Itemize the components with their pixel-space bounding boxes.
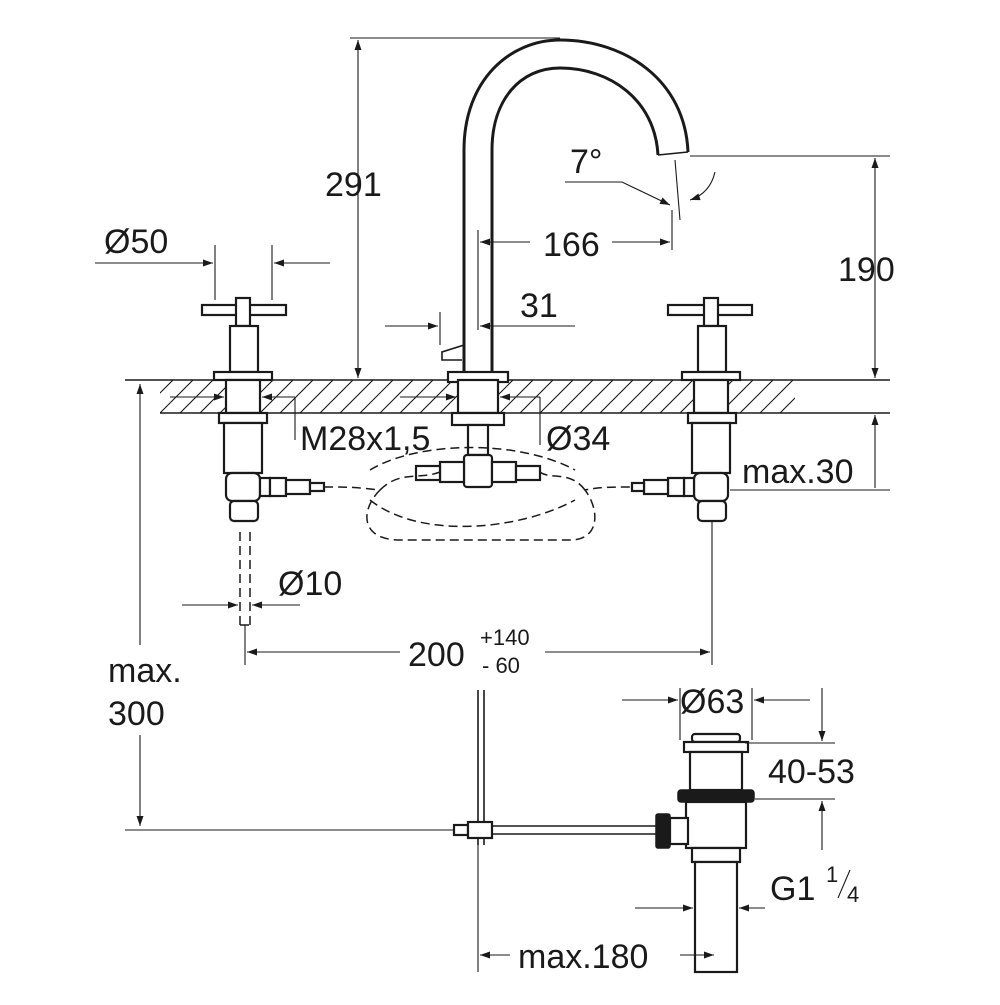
label-max-rod-length: max.180 [518, 938, 648, 976]
pop-up-waste [452, 690, 755, 974]
label-waste-thread: G1 [770, 870, 815, 908]
label-spout-reach: 166 [543, 226, 600, 264]
label-spread-nominal: 200 [408, 636, 465, 674]
flex-hoses [239, 446, 633, 626]
label-max-depth-1: max. [108, 652, 182, 690]
label-waste-diameter: Ø63 [680, 683, 744, 721]
label-waste-thread-numerator: 1 [826, 862, 838, 887]
label-hole-diameter: Ø34 [546, 420, 610, 458]
label-max-deck-thickness: max.30 [742, 453, 854, 491]
label-waste-thread-denominator: 4 [847, 882, 859, 907]
label-spout-height: 291 [325, 166, 382, 204]
label-spout-angle: 7° [570, 143, 603, 181]
label-spread-plus: +140 [480, 625, 530, 650]
dimension-lines [95, 37, 890, 972]
spout [441, 38, 690, 384]
label-max-depth-2: 300 [108, 695, 165, 733]
label-spread-minus: - 60 [482, 653, 520, 678]
center-connector [414, 378, 542, 489]
label-waste-range: 40-53 [768, 753, 855, 791]
label-pipe-diameter: Ø10 [278, 565, 342, 603]
right-valve [630, 296, 754, 523]
label-thread: M28x1,5 [300, 420, 430, 458]
label-handle-diameter: Ø50 [104, 223, 168, 261]
label-spout-outlet-height: 190 [838, 251, 895, 289]
label-lever-offset: 31 [520, 287, 558, 325]
left-valve [200, 296, 326, 523]
